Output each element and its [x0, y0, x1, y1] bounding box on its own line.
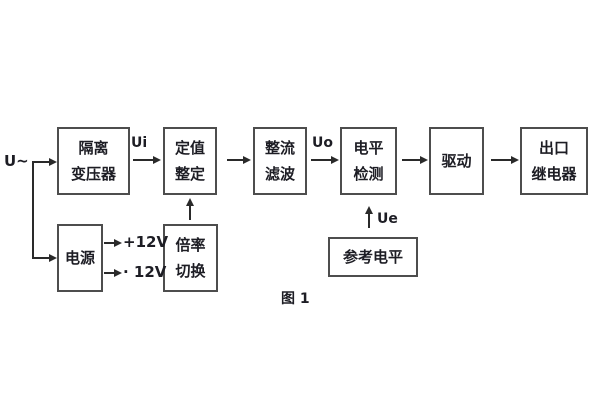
block-label: 整流 — [264, 138, 295, 157]
block-label: 检测 — [353, 164, 384, 183]
arrow-reference-to-detector — [365, 206, 373, 228]
arrow-transformer-to-setpoint — [133, 156, 161, 164]
block-rectifier-filter: 整流 滤波 — [253, 127, 307, 195]
block-label: 继电器 — [531, 164, 577, 183]
arrow-detector-to-driver — [402, 156, 428, 164]
minus-12v-label: · 12V — [123, 263, 167, 281]
arrow-driver-to-relay — [491, 156, 519, 164]
arrow-ratio-to-setpoint — [186, 198, 194, 220]
block-label: 倍率 — [175, 235, 206, 254]
block-output-relay: 出口 继电器 — [520, 127, 588, 195]
block-reference-level: 参考电平 — [328, 237, 418, 277]
plus-12v-label: +12V — [123, 233, 169, 251]
block-label: 隔离 — [78, 138, 109, 157]
arrow-power-minus12 — [104, 269, 122, 277]
arrow-input-to-power — [32, 254, 57, 262]
block-label: 切换 — [175, 261, 206, 280]
input-voltage-label: U~ — [4, 152, 29, 170]
arrow-power-plus12 — [104, 239, 122, 247]
ui-label: Ui — [131, 135, 148, 151]
block-label: 滤波 — [264, 164, 295, 183]
block-label: 驱动 — [441, 151, 472, 170]
block-label: 电源 — [64, 248, 95, 267]
block-label: 出口 — [538, 138, 569, 157]
arrow-input-to-transformer — [32, 158, 57, 166]
block-label: 定值 — [174, 138, 205, 157]
block-driver: 驱动 — [429, 127, 484, 195]
block-isolation-transformer: 隔离 变压器 — [57, 127, 130, 195]
block-label: 参考电平 — [342, 247, 403, 266]
figure-caption: 图 1 — [281, 291, 310, 307]
arrow-setpoint-to-rectifier — [227, 156, 251, 164]
input-branch-line — [32, 161, 34, 259]
block-power-supply: 电源 — [57, 224, 103, 292]
block-label: 电平 — [353, 138, 384, 157]
block-ratio-switch: 倍率 切换 — [163, 224, 218, 292]
uo-label: Uo — [312, 135, 333, 151]
block-setpoint-adjust: 定值 整定 — [163, 127, 217, 195]
block-label: 整定 — [174, 164, 205, 183]
arrow-rectifier-to-detector — [311, 156, 339, 164]
ue-label: Ue — [377, 211, 398, 227]
block-level-detector: 电平 检测 — [340, 127, 397, 195]
block-label: 变压器 — [70, 164, 116, 183]
